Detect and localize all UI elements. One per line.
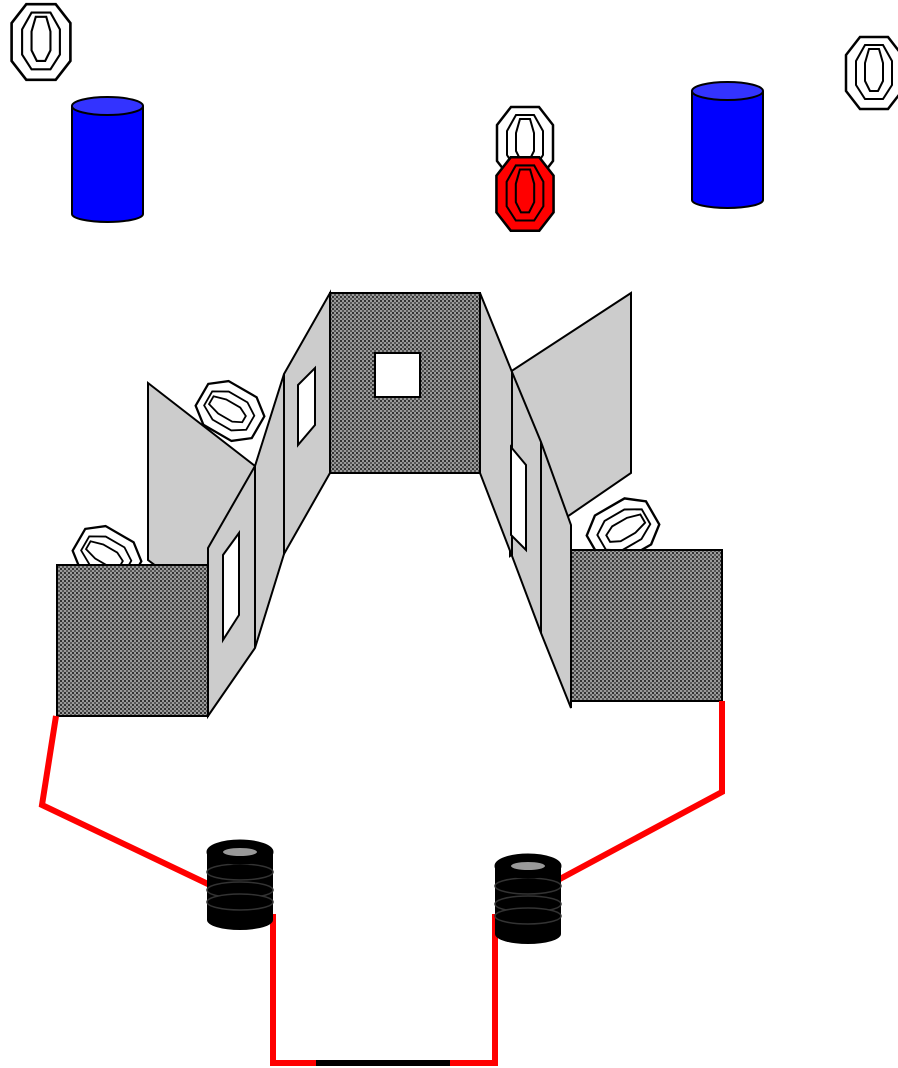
wall-panel-icon xyxy=(510,371,542,634)
tire-stack-icon xyxy=(494,853,562,945)
steel-target-icon xyxy=(10,2,72,82)
steel-target-icon xyxy=(844,35,898,111)
wall-panel-icon xyxy=(479,292,513,557)
wall-panel-icon xyxy=(570,549,723,702)
wall-panel-icon xyxy=(283,289,331,558)
wall-panel-icon xyxy=(540,441,572,709)
fault-line xyxy=(38,701,725,1066)
barrel-icon xyxy=(71,96,144,223)
wall-panel-icon xyxy=(56,564,209,717)
no-shoot-target-icon xyxy=(495,156,555,232)
tire-stack-icon xyxy=(206,839,274,931)
barrel-icon xyxy=(691,81,764,209)
wall-panel-icon xyxy=(329,292,481,474)
